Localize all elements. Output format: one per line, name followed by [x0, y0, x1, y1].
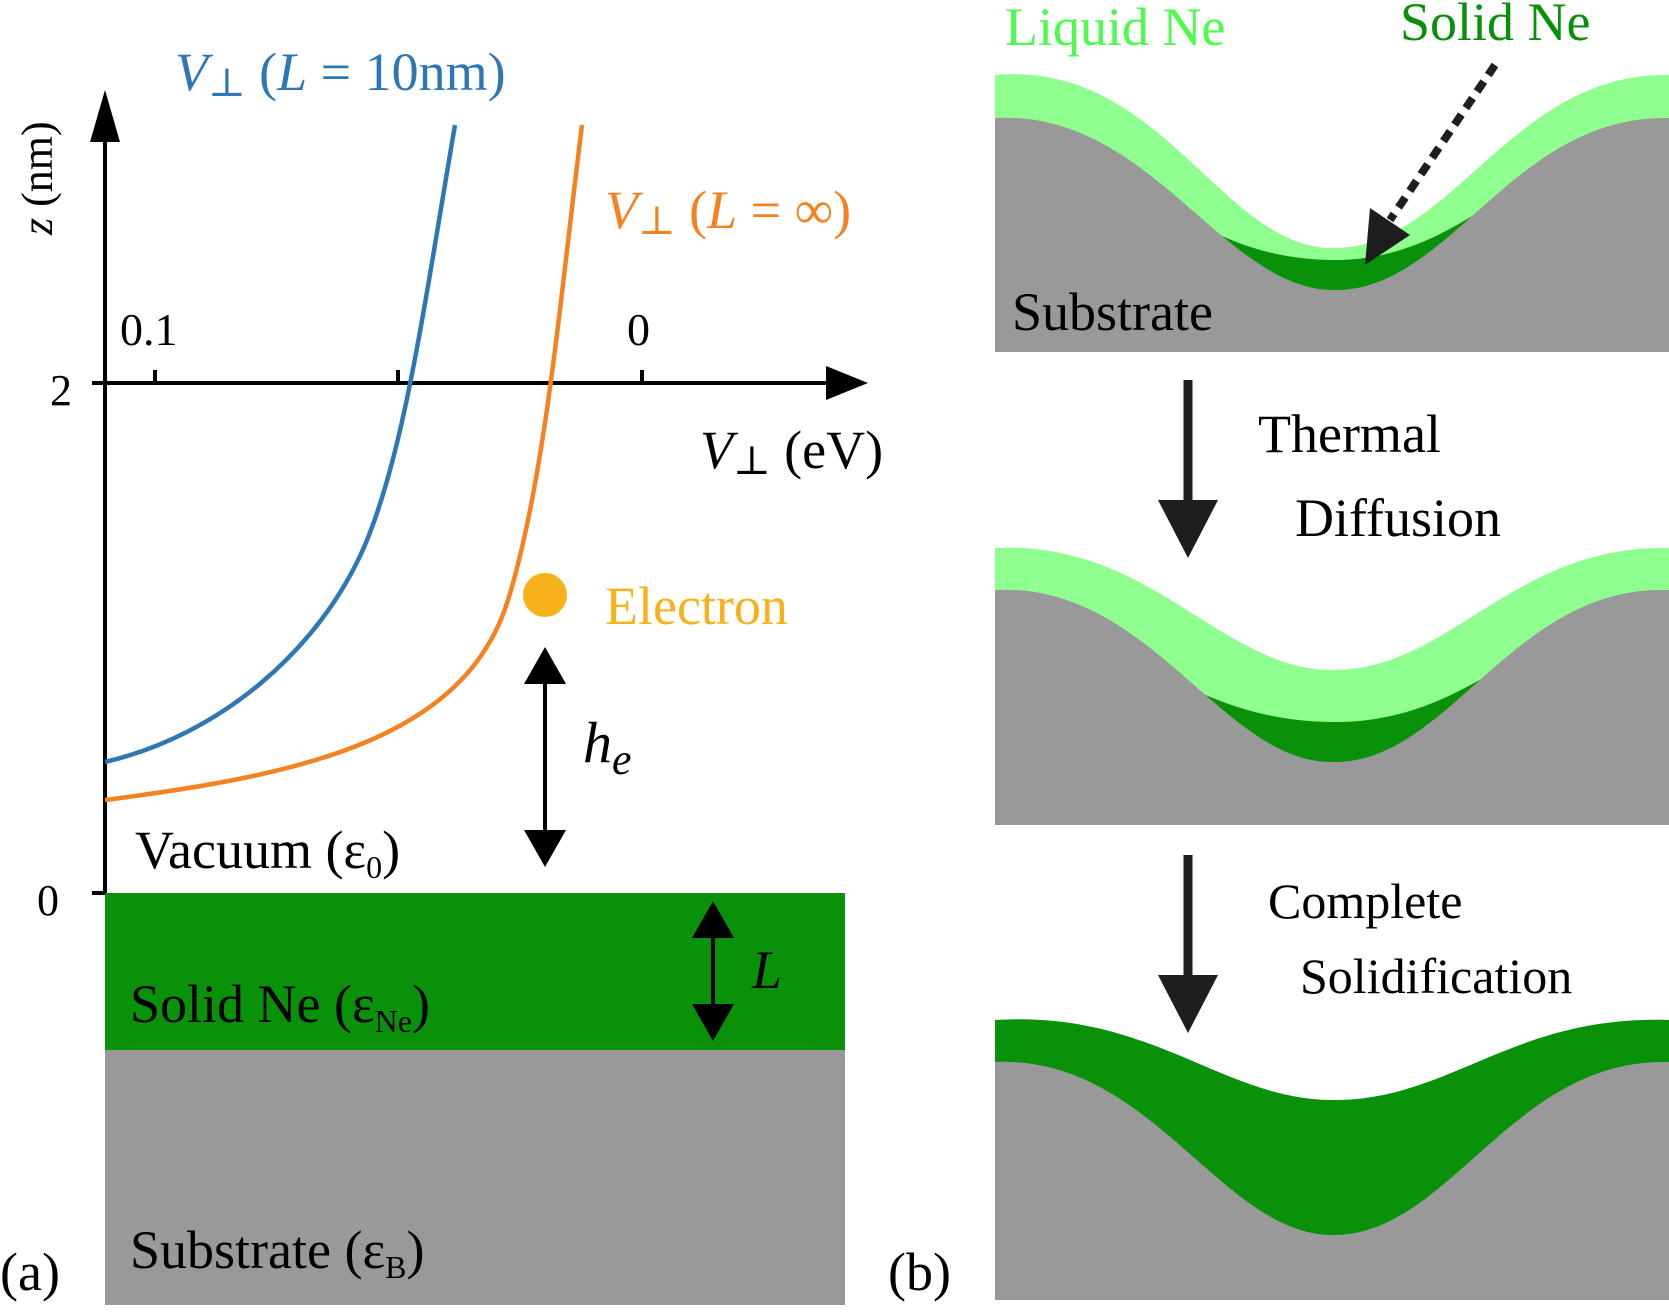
- solid-ne-label-a-close: ): [412, 974, 430, 1034]
- panel-b: (b) Substrate Liquid Ne Solid Ne Thermal…: [888, 0, 1669, 1302]
- stage-3-substrate: [995, 1061, 1669, 1300]
- y-tick-label-0: 0: [37, 876, 59, 925]
- stage-2-diffused: [995, 547, 1669, 825]
- step1-line2: Diffusion: [1295, 488, 1501, 548]
- stage-1-substrate: [995, 117, 1669, 353]
- vacuum-label: Vacuum (ε0): [135, 820, 400, 885]
- y-axis-arrowhead: [90, 90, 120, 142]
- substrate-label-a-sub: B: [385, 1249, 406, 1285]
- substrate-label-a: Substrate (εB): [130, 1220, 424, 1285]
- step1-line1: Thermal: [1258, 404, 1441, 464]
- L-label: L: [751, 940, 782, 1000]
- panel-b-label: (b): [888, 1242, 951, 1302]
- solid-ne-label-a: Solid Ne (εNe): [130, 974, 430, 1039]
- curve-L-infinity: [104, 124, 585, 803]
- thermal-diffusion-arrow-head: [1158, 500, 1218, 558]
- x-axis-label-var: V: [700, 420, 739, 480]
- substrate-layer: [105, 1050, 845, 1305]
- curve-label-inf-var: V: [605, 180, 644, 240]
- panel-a: 2 0 0.1 0 z (nm) V⊥ (eV) V⊥ (L = 10nm) V…: [0, 42, 883, 1305]
- solidification-arrow-head: [1158, 975, 1218, 1033]
- stage-1-initial: Substrate Liquid Ne Solid Ne: [995, 0, 1669, 353]
- panel-a-label: (a): [0, 1242, 60, 1302]
- he-label: he: [583, 710, 632, 784]
- curve-label-inf-open: (: [676, 180, 707, 240]
- x-axis-label-sub: ⊥: [733, 438, 771, 483]
- electron-dot: [523, 573, 567, 617]
- curve-label-10nm-L: L: [276, 42, 307, 102]
- solid-ne-pointer-head: [1365, 208, 1410, 265]
- he-label-sub: e: [612, 735, 632, 784]
- x-axis-label-unit: (eV): [771, 420, 883, 480]
- solid-ne-label-a-text: Solid Ne (ε: [130, 974, 375, 1034]
- L-arrow-head-down: [692, 1004, 734, 1041]
- curve-label-10nm-var: V: [175, 42, 214, 102]
- L-arrow-head-up: [692, 901, 734, 938]
- he-label-main: h: [583, 710, 612, 775]
- curve-label-10nm-rest: = 10nm): [307, 42, 505, 102]
- y-tick-label-2: 2: [50, 366, 72, 415]
- stage-3-solidified: [995, 1019, 1669, 1300]
- solid-ne-label-a-sub: Ne: [375, 1003, 412, 1039]
- he-arrow-head-down: [524, 830, 566, 867]
- y-axis-label-unit: (nm): [13, 121, 62, 218]
- stage-2-substrate: [995, 589, 1669, 825]
- vacuum-label-close: ): [382, 820, 400, 880]
- substrate-label-a-close: ): [406, 1220, 424, 1280]
- y-axis-label-var: z: [13, 218, 62, 236]
- solid-ne-label-b: Solid Ne: [1400, 0, 1591, 52]
- substrate-label-b: Substrate: [1012, 282, 1213, 342]
- vacuum-label-sub: 0: [366, 849, 382, 885]
- curve-label-10nm-sub: ⊥: [208, 60, 246, 105]
- vacuum-label-text: Vacuum (ε: [135, 820, 366, 880]
- curve-label-inf: V⊥ (L = ∞): [605, 180, 851, 243]
- electron-label: Electron: [605, 576, 788, 636]
- step2-line1: Complete: [1268, 873, 1462, 929]
- x-tick-label-01: 0.1: [120, 304, 178, 355]
- substrate-label-a-text: Substrate (ε: [130, 1220, 385, 1280]
- curve-label-inf-L: L: [706, 180, 737, 240]
- he-arrow-head-up: [524, 647, 566, 684]
- step2-line2: Solidification: [1300, 948, 1572, 1004]
- curve-label-inf-sub: ⊥: [638, 198, 676, 243]
- solid-ne-pointer-dashed: [1386, 62, 1499, 223]
- curve-label-10nm-open: (: [246, 42, 277, 102]
- curve-L-10nm: [104, 124, 458, 765]
- y-axis-label: z (nm): [13, 121, 62, 236]
- x-tick-label-0: 0: [627, 304, 650, 355]
- x-axis-label: V⊥ (eV): [700, 420, 883, 483]
- curve-label-inf-rest: = ∞): [737, 180, 851, 240]
- x-axis-arrowhead: [826, 366, 868, 400]
- curve-label-10nm: V⊥ (L = 10nm): [175, 42, 506, 105]
- liquid-ne-label: Liquid Ne: [1005, 0, 1225, 57]
